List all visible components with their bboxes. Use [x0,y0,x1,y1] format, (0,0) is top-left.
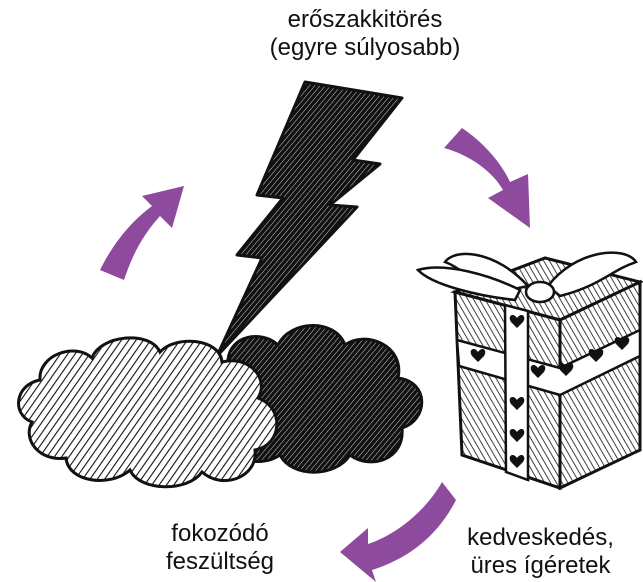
stage-label-honeymoon: kedveskedés, üres ígéretek [438,524,643,580]
cycle-arrows [100,128,530,582]
lightning-bolt-icon [215,80,404,358]
stage-label-line: feszültség [165,548,275,575]
stage-label-explosion: erőszakkitörés (egyre súlyosabb) [215,6,515,62]
stage-label-line: fokozódó [171,520,269,547]
stage-label-line: kedveskedés, [467,524,614,551]
arrow-to-explosion-icon [100,186,184,280]
arrow-to-tension-icon [340,482,456,582]
storm-clouds-icon [17,324,424,489]
stage-label-line: (egyre súlyosabb) [269,34,461,61]
gift-box-icon [415,251,643,491]
arrow-to-gift-icon [444,128,530,228]
stage-label-line: erőszakkitörés [287,6,443,33]
stage-label-tension: fokozódó feszültség [110,520,330,576]
stage-label-line: üres ígéretek [470,552,611,579]
